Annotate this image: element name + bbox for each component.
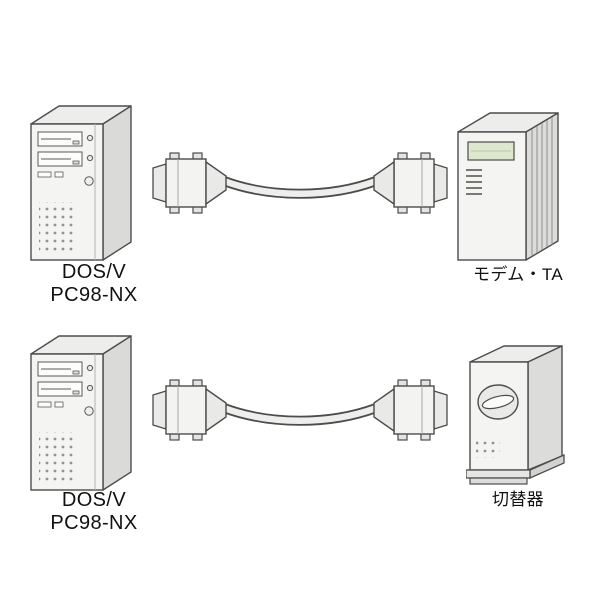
pc-label-line2: PC98-NX xyxy=(50,512,138,534)
pc-label-line1: DOS/V xyxy=(61,261,127,283)
switch-label: 切替器 xyxy=(492,490,544,509)
switch-illustration xyxy=(466,344,566,486)
serial-cable-illustration xyxy=(150,378,450,442)
modem-ta-label: モデム・TA xyxy=(473,265,563,284)
pc-label-line2: PC98-NX xyxy=(50,284,138,306)
pc-tower-illustration xyxy=(28,332,144,492)
pc-label-row2: DOS/V PC98-NX xyxy=(18,489,170,535)
pc-label-row1: DOS/V PC98-NX xyxy=(18,261,170,307)
pc-label-line1: DOS/V xyxy=(61,489,127,511)
